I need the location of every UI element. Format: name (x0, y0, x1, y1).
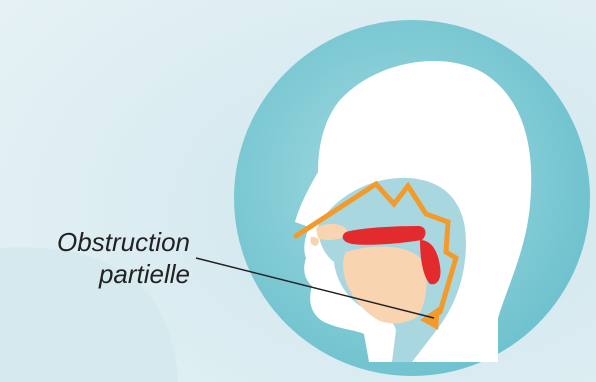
obstruction-label: Obstruction partielle (0, 226, 190, 290)
label-line-2: partielle (0, 258, 190, 290)
label-line-1: Obstruction (0, 226, 190, 258)
